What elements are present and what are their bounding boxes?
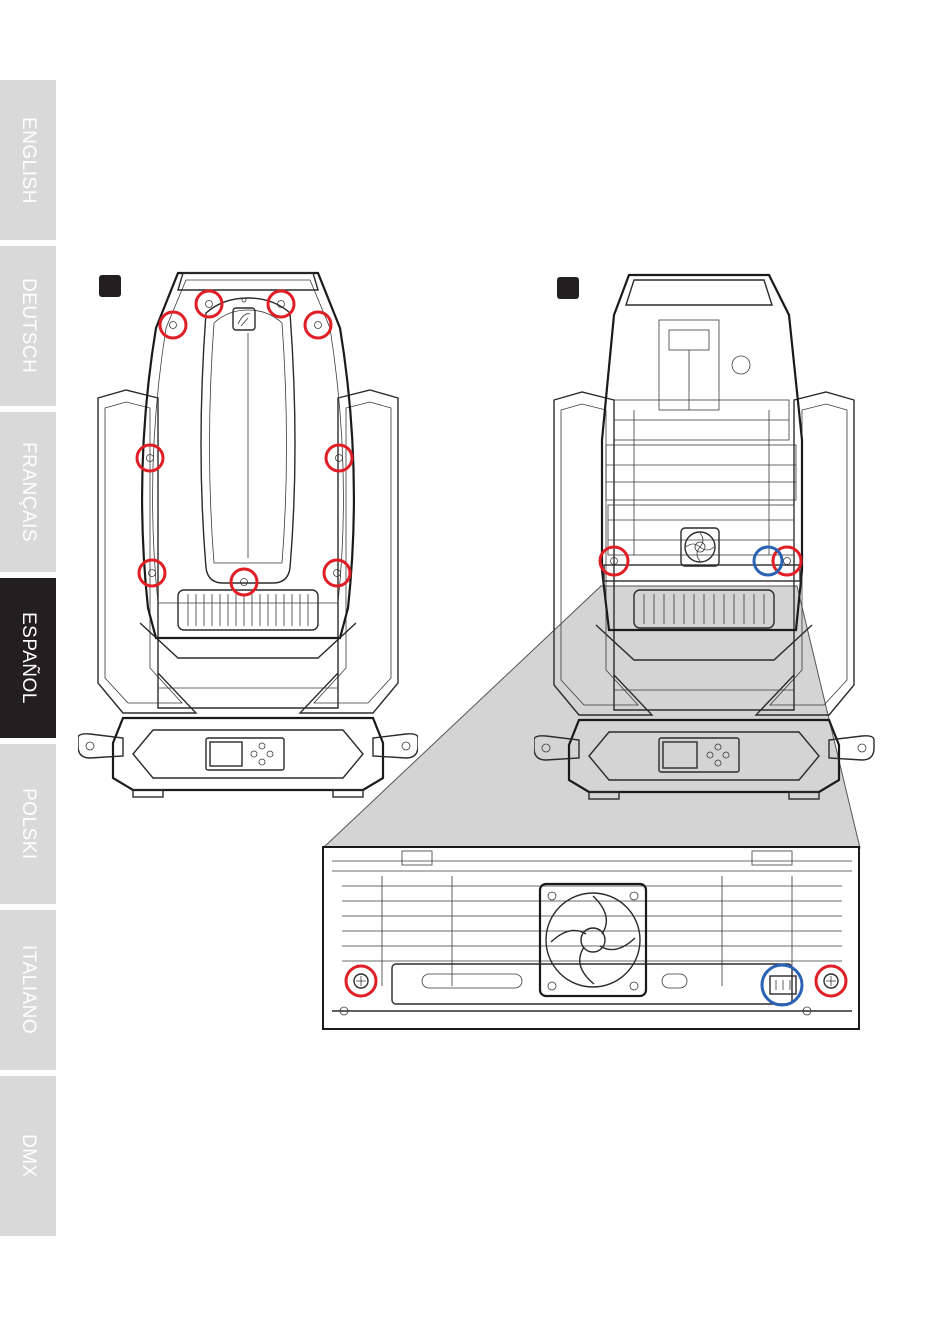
connector-marker: [754, 547, 782, 575]
detail-zoom-figure: [322, 846, 862, 1032]
screw-markers: [137, 291, 352, 595]
fixture-figure-cover-open: [534, 270, 876, 805]
fixture-figure-cover-closed: [78, 268, 418, 803]
